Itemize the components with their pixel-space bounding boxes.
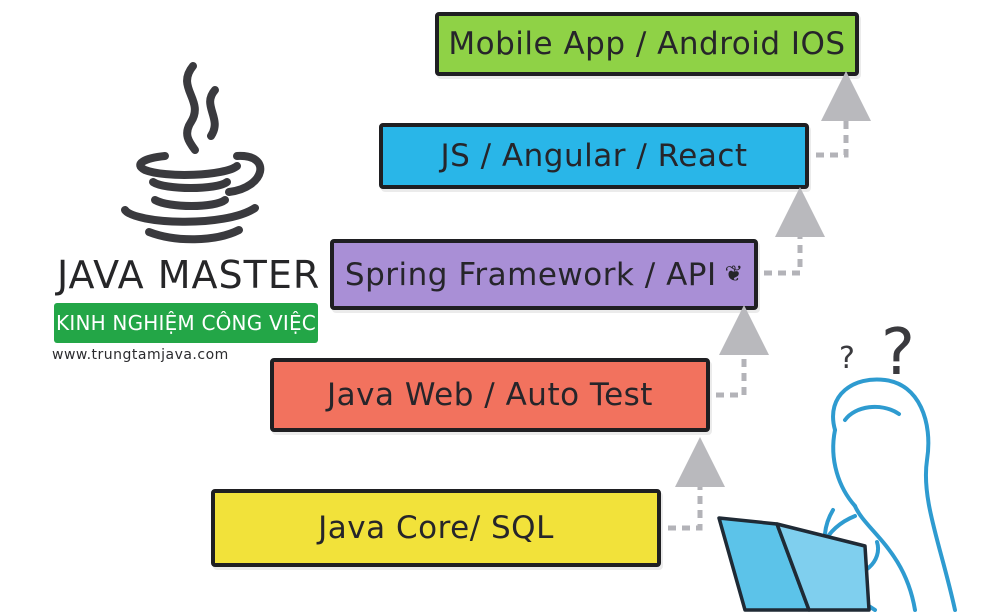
brand-tagline-badge: KINH NGHIỆM CÔNG VIỆC: [54, 303, 318, 343]
step-label: Mobile App / Android IOS: [448, 26, 846, 62]
step-js-angular-react: JS / Angular / React: [379, 123, 809, 189]
step-label: Spring Framework / API: [344, 256, 717, 293]
brand-tagline: KINH NGHIỆM CÔNG VIỆC: [56, 311, 316, 335]
step-label: JS / Angular / React: [440, 138, 748, 174]
arrow-core-to-web: [668, 437, 725, 531]
brand-title: JAVA MASTER: [57, 253, 321, 297]
person-at-laptop-icon: ? ?: [717, 316, 957, 612]
step-label: Java Web / Auto Test: [327, 377, 653, 413]
question-mark-small: ?: [839, 341, 855, 376]
step-spring-framework-api: Spring Framework / API ❦: [330, 239, 758, 310]
spring-leaf-icon: ❦: [724, 262, 744, 287]
step-label: Java Core/ SQL: [318, 510, 554, 546]
arrow-spring-to-js: [764, 187, 825, 276]
question-marks: ? ?: [839, 316, 915, 390]
step-java-core-sql: Java Core/ SQL: [211, 489, 661, 567]
question-mark-large: ?: [881, 316, 915, 390]
step-java-web-auto-test: Java Web / Auto Test: [270, 358, 710, 432]
step-mobile-app: Mobile App / Android IOS: [435, 12, 859, 76]
java-coffee-cup-icon: [121, 62, 265, 244]
arrow-js-to-mobile: [816, 71, 871, 158]
brand-website: www.trungtamjava.com: [52, 347, 229, 363]
arrow-web-to-spring: [716, 305, 769, 398]
